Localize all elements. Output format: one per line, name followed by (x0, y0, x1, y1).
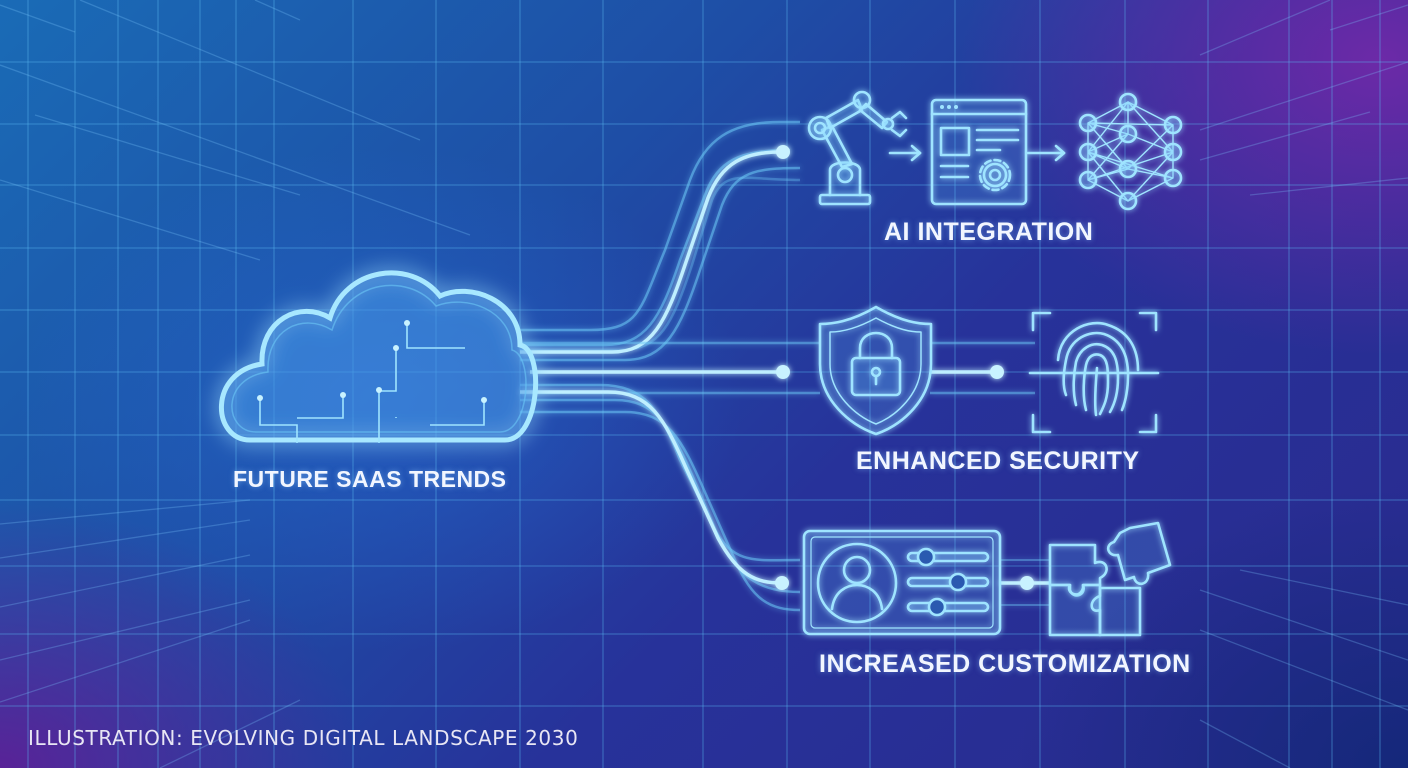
node-dot-customization-2 (1020, 576, 1034, 590)
arrow-right-icon (1026, 144, 1066, 162)
node-dot-security (776, 365, 790, 379)
customization-icons (802, 521, 1172, 637)
cloud-circuit-traces (259, 323, 485, 443)
user-profile-sliders-icon (802, 529, 1002, 636)
node-dot-ai (776, 145, 790, 159)
enhanced-security-label: ENHANCED SECURITY (856, 447, 1140, 475)
ai-integration-label: AI INTEGRATION (884, 218, 1094, 246)
security-icons (818, 305, 1160, 436)
node-dot-security-2 (990, 365, 1004, 379)
connection-trails (520, 120, 1050, 612)
illustration-caption: ILLUSTRATION: EVOLVING DIGITAL LANDSCAPE… (28, 726, 579, 750)
connection-nodes (775, 145, 1034, 590)
neural-network-icon (1078, 92, 1183, 211)
robot-arm-icon (807, 90, 908, 206)
shield-lock-icon (818, 305, 933, 436)
arrow-right-icon (888, 144, 922, 162)
increased-customization-label: INCREASED CUSTOMIZATION (819, 650, 1191, 678)
node-dot-customization (775, 576, 789, 590)
center-node-label: FUTURE SAAS TRENDS (233, 466, 507, 492)
app-window-gear-icon (930, 98, 1028, 206)
fingerprint-scan-icon (1028, 311, 1160, 434)
cloud-circuit-icon (218, 270, 539, 443)
puzzle-pieces-icon (1048, 521, 1172, 637)
ai-integration-icons (807, 90, 1183, 211)
